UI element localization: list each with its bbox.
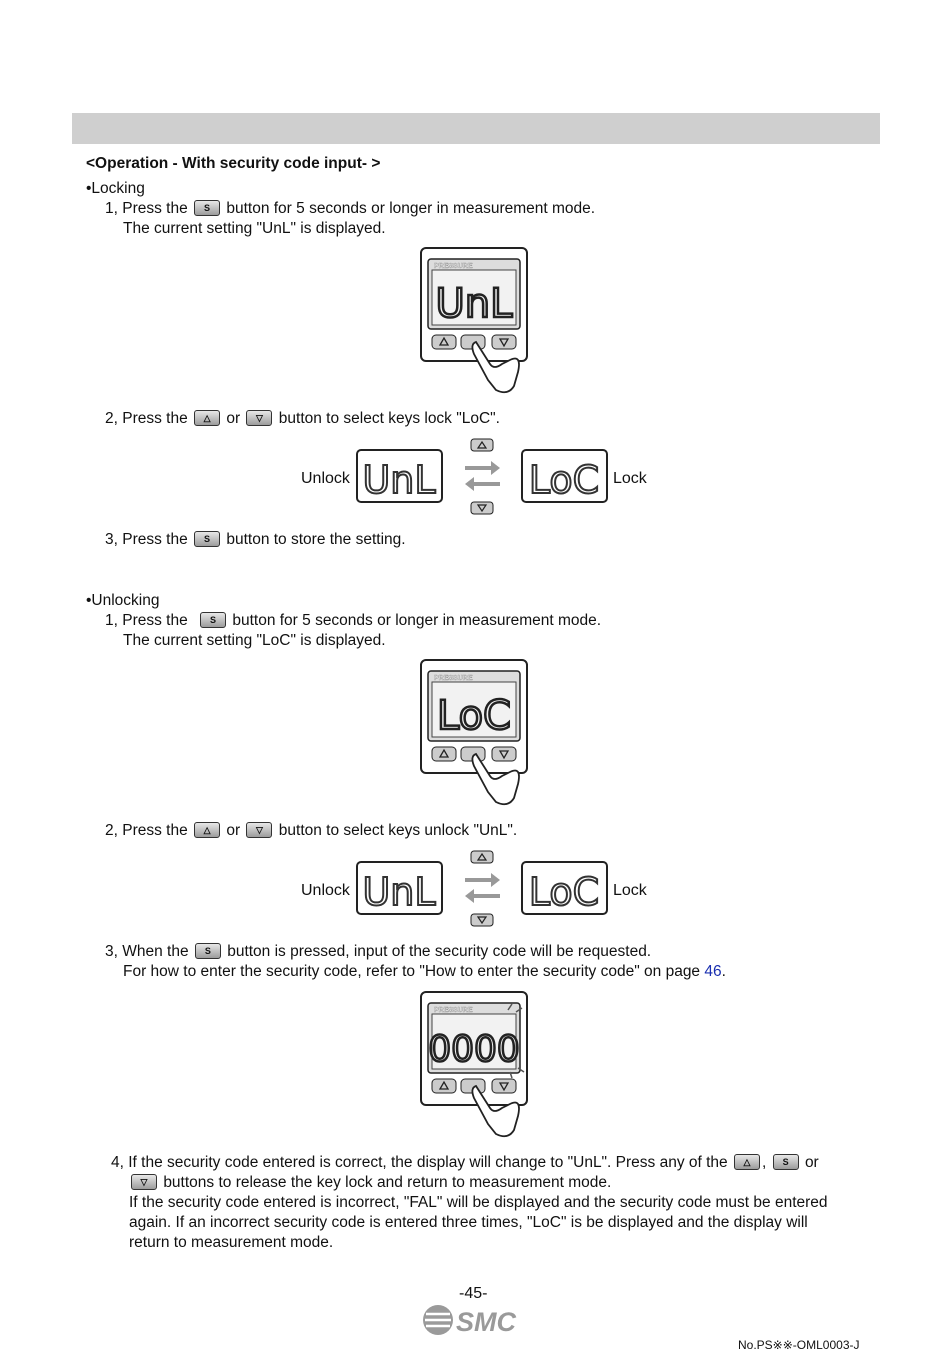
unlocking-step1: 1, Press the S button for 5 seconds or l…	[105, 612, 602, 629]
unlocking-step2: 2, Press the △ or ▽ button to select key…	[105, 822, 518, 839]
s-button-icon: S	[194, 943, 221, 959]
unlocking-step1-line2: The current setting "LoC" is displayed.	[123, 632, 386, 649]
up-button-icon: △	[194, 410, 221, 426]
locking-step1: 1, Press the S button for 5 seconds or l…	[105, 200, 596, 217]
unlocking-step4-line5: return to measurement mode.	[129, 1234, 334, 1251]
device-display-loc: LoC	[437, 693, 511, 739]
display-loc: LoC	[529, 458, 599, 502]
unlocking-step3-line2: For how to enter the security code, refe…	[123, 963, 726, 980]
smc-logo: SMC	[423, 1305, 517, 1337]
device-display-unl: UnL	[436, 281, 514, 327]
s-button-icon: S	[194, 531, 221, 547]
header-bar	[72, 113, 880, 144]
down-button-icon: ▽	[131, 1174, 157, 1190]
unlocking-step3: 3, When the S button is pressed, input o…	[105, 943, 652, 960]
lock-label: Lock	[613, 470, 648, 487]
down-button-icon: ▽	[246, 822, 273, 838]
down-button-icon: ▽	[246, 410, 273, 426]
display-loc: LoC	[529, 870, 599, 914]
doc-number: No.PS※※-OML0003-J	[738, 1338, 860, 1352]
unlocking-step4-line4: again. If an incorrect security code is …	[129, 1214, 808, 1231]
lock-toggle-diagram: Unlock UnL LoC Lock	[301, 438, 648, 515]
s-button-icon: S	[200, 612, 227, 628]
unlock-label: Unlock	[301, 470, 351, 487]
locking-step2: 2, Press the △ or ▽ button to select key…	[105, 410, 500, 427]
s-button-icon: S	[772, 1154, 799, 1170]
locking-step1-line2: The current setting "UnL" is displayed.	[123, 220, 386, 237]
display-unl: UnL	[362, 458, 435, 502]
device-illustration-code: PRESSURE 0000	[420, 991, 528, 1138]
display-unl: UnL	[362, 870, 435, 914]
device-illustration-unl: PRESSURE UnL	[420, 247, 528, 394]
lock-label: Lock	[613, 882, 648, 899]
locking-step3: 3, Press the S button to store the setti…	[105, 531, 406, 548]
unlocking-step4-line2: ▽ buttons to release the key lock and re…	[129, 1174, 611, 1192]
device-label: PRESSURE	[434, 263, 473, 270]
device-illustration-loc: PRESSURE LoC	[420, 659, 528, 806]
page-46-link[interactable]: 46	[704, 963, 722, 980]
unlocking-step4: 4, If the security code entered is corre…	[111, 1154, 819, 1171]
unlocking-step4-line3: If the security code entered is incorrec…	[129, 1194, 828, 1211]
up-button-icon: △	[734, 1154, 760, 1170]
unlock-toggle-diagram: Unlock UnL LoC Lock	[301, 850, 648, 927]
section-title: <Operation - With security code input- >	[86, 155, 381, 172]
up-button-icon: △	[194, 822, 221, 838]
locking-heading: •Locking	[86, 180, 145, 197]
device-display-code: 0000	[428, 1029, 520, 1070]
page-number: -45-	[459, 1285, 488, 1302]
unlocking-heading: •Unlocking	[86, 592, 160, 609]
device-label: PRESSURE	[434, 1007, 473, 1014]
device-label: PRESSURE	[434, 675, 473, 682]
unlock-label: Unlock	[301, 882, 351, 899]
smc-logo-text: SMC	[456, 1307, 517, 1337]
s-button-icon: S	[194, 200, 221, 216]
